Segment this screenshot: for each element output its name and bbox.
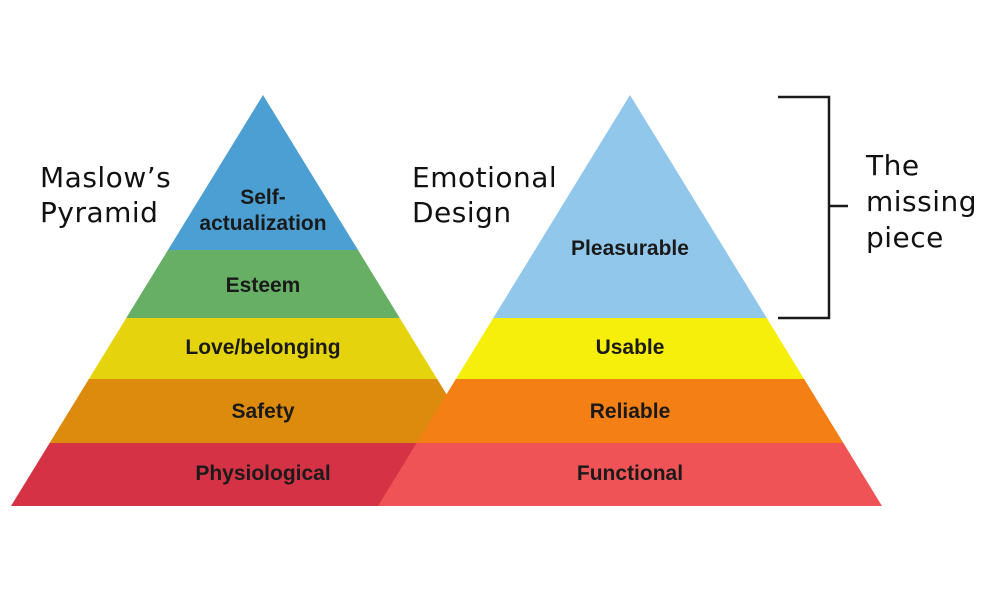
maslow-tier-2 xyxy=(126,250,400,318)
emotional-design-title: Emotional Design xyxy=(412,160,572,230)
emotional-tier-3 xyxy=(416,379,844,443)
emotional-title-line-1: Emotional xyxy=(412,161,558,194)
maslow-title: Maslow’s Pyramid xyxy=(40,160,190,230)
emotional-tier-2-label: Usable xyxy=(596,336,665,359)
maslow-tier-1-label-line-2: actualization xyxy=(199,212,326,235)
emotional-title-line-2: Design xyxy=(412,196,512,229)
maslow-tier-3 xyxy=(88,318,438,379)
maslow-tier-4 xyxy=(49,379,477,443)
maslow-tier-1-label-line-1: Self- xyxy=(240,186,286,209)
emotional-tier-2 xyxy=(455,318,805,379)
missing-piece-label: The missing piece xyxy=(866,148,996,256)
missing-piece-line-2: missing xyxy=(866,185,978,218)
emotional-tier-1 xyxy=(493,95,767,318)
maslow-pyramid: Self-actualizationEsteemLove/belongingSa… xyxy=(11,95,515,506)
missing-piece-line-3: piece xyxy=(866,221,944,254)
emotional-tier-3-label: Reliable xyxy=(590,400,671,423)
maslow-tier-4-label: Safety xyxy=(231,400,294,423)
emotional-tier-4 xyxy=(378,443,882,506)
maslow-title-line-2: Pyramid xyxy=(40,196,159,229)
emotional-tier-4-label: Functional xyxy=(577,462,683,485)
maslow-tier-5-label: Physiological xyxy=(195,462,330,485)
missing-piece-line-1: The xyxy=(866,149,920,182)
missing-piece-bracket xyxy=(778,95,848,320)
maslow-tier-3-label: Love/belonging xyxy=(185,336,340,359)
emotional-tier-1-label: Pleasurable xyxy=(571,237,689,260)
maslow-tier-2-label: Esteem xyxy=(226,274,301,297)
maslow-title-line-1: Maslow’s xyxy=(40,161,172,194)
maslow-tier-1 xyxy=(167,95,359,250)
